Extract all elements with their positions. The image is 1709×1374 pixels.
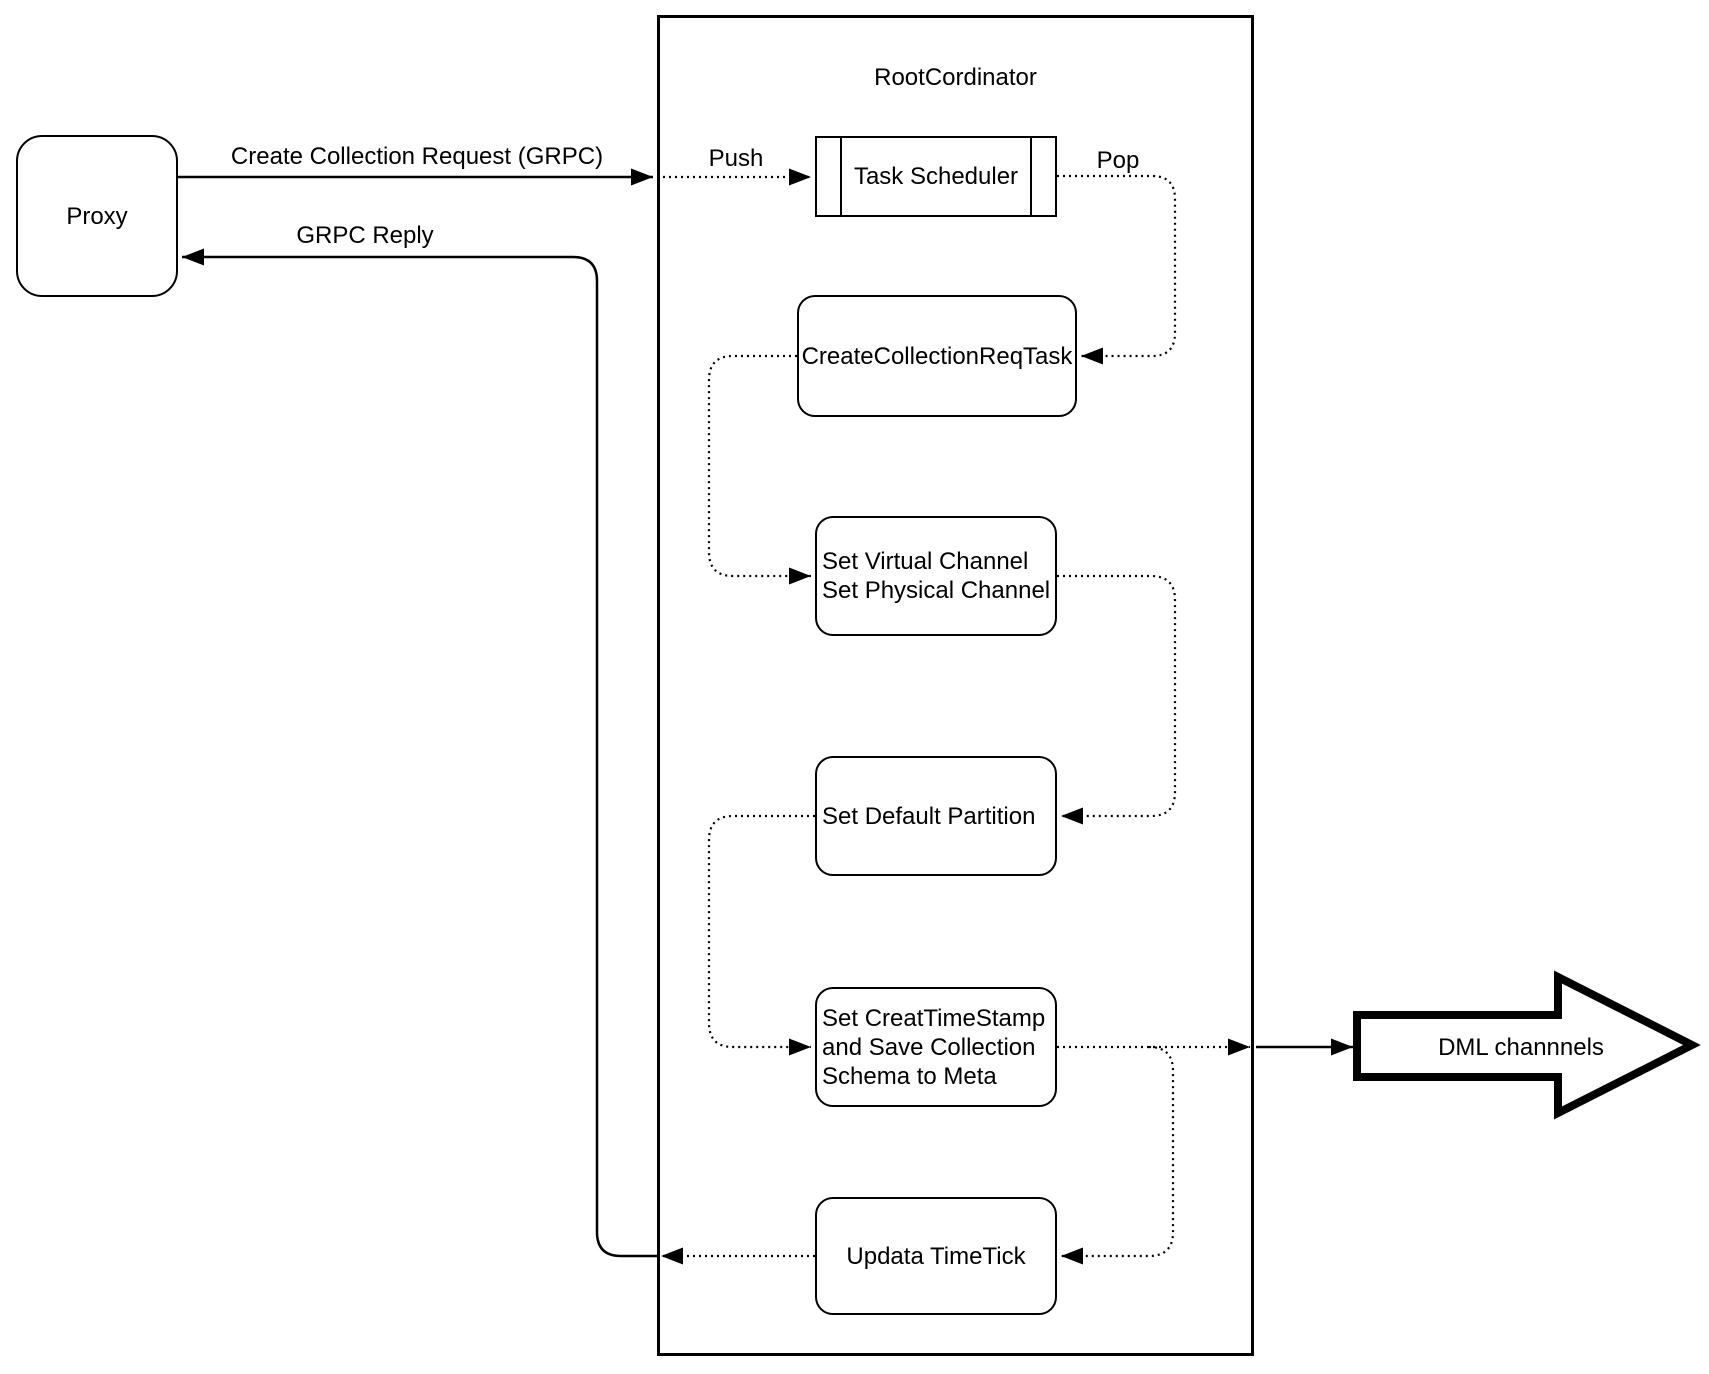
set-default-partition-label: Set Default Partition <box>822 802 1036 830</box>
node-proxy: Proxy <box>16 135 178 297</box>
updata-timetick-label: Updata TimeTick <box>846 1242 1026 1270</box>
node-set-default-partition: Set Default Partition <box>815 756 1057 876</box>
edge-pop-line <box>1057 174 1177 365</box>
set-channels-line-2: Set Physical Channel <box>822 577 1051 604</box>
queue-divider-left <box>840 138 842 215</box>
task-scheduler-label: Task Scheduler <box>853 163 1019 190</box>
label-push: Push <box>708 145 764 172</box>
edge-timestamp-to-updatatimetick <box>1061 1045 1175 1265</box>
create-collection-req-task-label: CreateCollectionReqTask <box>801 342 1073 370</box>
node-create-collection-req-task: CreateCollectionReqTask <box>797 295 1077 417</box>
set-creat-timestamp-line-3: Schema to Meta <box>822 1062 997 1090</box>
rootcoordinator-title: RootCordinator <box>874 64 1037 91</box>
edge-defaultpartition-to-timestamp <box>707 814 815 1056</box>
edge-reqtask-to-setchannels <box>707 354 811 585</box>
edge-grpc-reply-line <box>182 248 657 1258</box>
node-task-scheduler: Task Scheduler <box>815 136 1057 217</box>
dml-channels-arrow <box>1353 970 1701 1120</box>
edge-setchannels-to-defaultpartition <box>1057 574 1177 825</box>
label-grpc-reply: GRPC Reply <box>296 222 434 249</box>
dml-channels-label: DML channnels <box>1438 1034 1604 1061</box>
node-updata-timetick: Updata TimeTick <box>815 1197 1057 1315</box>
label-pop: Pop <box>1096 147 1140 174</box>
proxy-label: Proxy <box>66 202 128 230</box>
node-set-creat-timestamp: Set CreatTimeStamp and Save Collection S… <box>815 987 1057 1107</box>
label-create-collection-request: Create Collection Request (GRPC) <box>230 143 604 170</box>
set-creat-timestamp-line-1: Set CreatTimeStamp <box>822 1004 1046 1032</box>
rootcoordinator-container <box>657 15 1254 1356</box>
node-set-channels: Set Virtual Channel Set Physical Channel <box>815 516 1057 636</box>
queue-divider-right <box>1030 138 1032 215</box>
set-creat-timestamp-line-2: and Save Collection <box>822 1033 1036 1061</box>
set-channels-line-1: Set Virtual Channel <box>822 548 1029 575</box>
